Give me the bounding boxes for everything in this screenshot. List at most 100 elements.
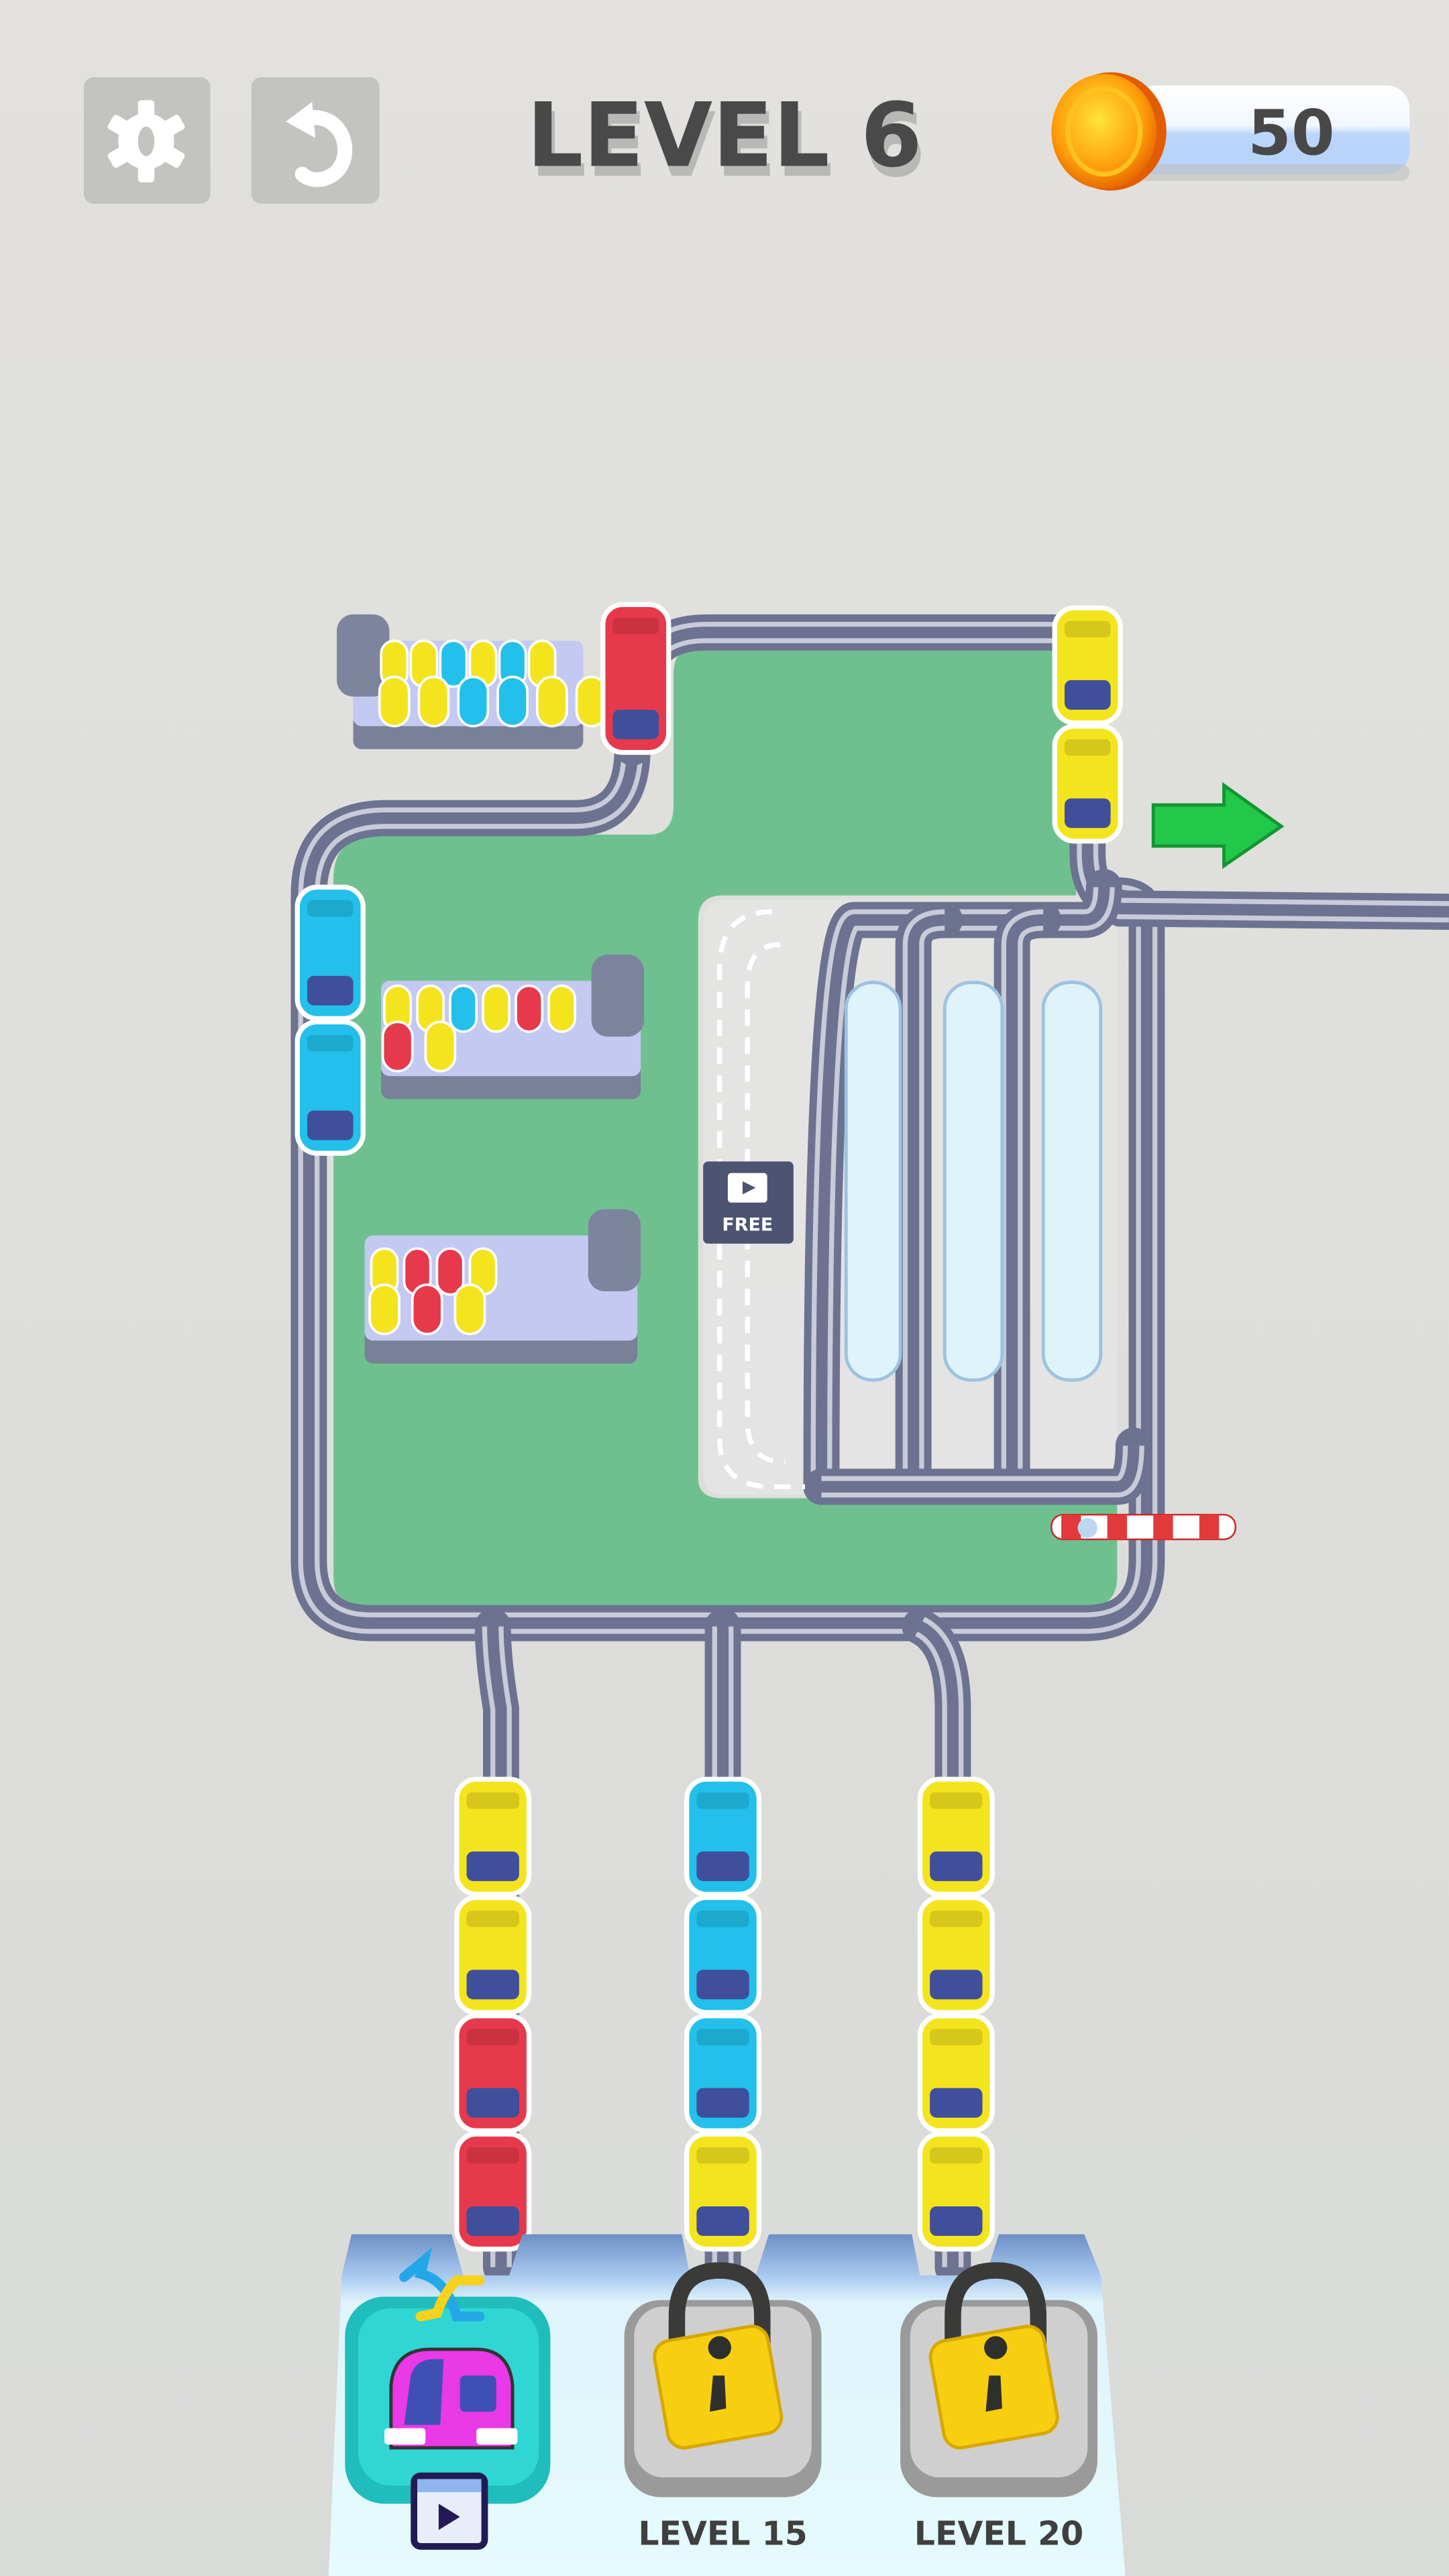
car-window: [696, 1970, 749, 2000]
car-window: [307, 975, 354, 1006]
track-rail-inner: [1006, 914, 1044, 1487]
train-car-yellow[interactable]: [917, 2013, 995, 2133]
passenger-blue: [439, 639, 468, 688]
car-roof-detail: [1064, 621, 1111, 638]
track-segment: [994, 902, 1062, 1505]
padlock-icon: [928, 2262, 1059, 2450]
car-window: [307, 1110, 354, 1140]
train-car-yellow[interactable]: [1052, 723, 1123, 844]
car-roof-detail: [466, 2147, 519, 2164]
station-shelter: [337, 614, 390, 697]
dashed-track-inner: [745, 942, 786, 1465]
train[interactable]: [600, 602, 672, 755]
station-shelter: [591, 954, 644, 1037]
settings-button[interactable]: [83, 77, 211, 204]
car-window: [696, 1851, 749, 1882]
car-roof-detail: [307, 900, 354, 917]
train-car-yellow[interactable]: [454, 1894, 532, 2015]
car-roof-detail: [1064, 739, 1111, 756]
shuffle-train-button[interactable]: [345, 2247, 551, 2550]
train-car-yellow[interactable]: [454, 1776, 532, 1897]
video-ad-icon: [727, 1173, 767, 1203]
car-roof-detail: [930, 1792, 983, 1809]
unlock-level-label: LEVEL 20: [914, 2514, 1083, 2553]
car-roof-detail: [466, 1911, 519, 1927]
keyhole: [984, 2336, 1008, 2412]
train-car-yellow[interactable]: [1052, 605, 1123, 726]
train-car-blue[interactable]: [684, 1776, 762, 1897]
track-segment: [474, 1608, 519, 2286]
padlock-shackle: [945, 2262, 1046, 2374]
car-roof-detail: [466, 1792, 519, 1809]
track-segment: [902, 1608, 971, 2286]
undo-icon: [286, 101, 353, 187]
passenger-yellow: [453, 1283, 486, 1336]
undo-button[interactable]: [251, 77, 380, 204]
train-car-yellow[interactable]: [917, 1894, 995, 2015]
passenger-yellow: [368, 1283, 400, 1336]
station: [381, 954, 644, 1099]
train-car-blue[interactable]: [684, 2013, 762, 2133]
car-roof-detail: [696, 2147, 749, 2164]
train-car-blue[interactable]: [294, 884, 366, 1022]
shuffle-train-icon: [384, 2347, 518, 2450]
keyhole: [708, 2336, 731, 2412]
train-queue-lane: [454, 1776, 532, 2252]
car-window: [696, 2206, 749, 2237]
car-roof-detail: [612, 617, 659, 635]
booster-panel: LEVEL 15 LEVEL 20: [328, 2234, 1126, 2576]
train-queue-lane: [917, 1776, 995, 2252]
train-car-yellow[interactable]: [917, 2131, 995, 2252]
arrow-right-icon: [1151, 782, 1285, 869]
train[interactable]: [294, 884, 366, 1156]
passenger-yellow: [424, 1020, 457, 1073]
car-window: [930, 2206, 983, 2237]
train[interactable]: [1052, 605, 1123, 844]
train-car-red[interactable]: [454, 2013, 532, 2133]
level-title: LEVEL 6: [527, 84, 922, 187]
passenger-red: [515, 984, 543, 1033]
free-track-button[interactable]: FREE: [703, 1161, 794, 1244]
track-segment: [290, 729, 1165, 1642]
free-label: FREE: [722, 1214, 773, 1235]
car-roof-detail: [930, 1911, 983, 1927]
locked-slot-2-button[interactable]: LEVEL 20: [900, 2262, 1097, 2553]
train-car-yellow[interactable]: [917, 1776, 995, 1897]
car-window: [466, 2088, 519, 2118]
car-window: [1064, 798, 1111, 828]
station-shelter: [588, 1209, 641, 1291]
passenger-blue: [449, 984, 478, 1033]
passenger-yellow: [482, 984, 511, 1033]
coin-icon: [1051, 72, 1167, 191]
track-rail-inner: [303, 747, 1152, 1629]
track-rail-inner: [815, 887, 1110, 1487]
train-car-blue[interactable]: [294, 1019, 366, 1156]
passenger-red: [411, 1283, 443, 1336]
car-roof-detail: [466, 2029, 519, 2045]
locked-slot-1-button[interactable]: LEVEL 15: [624, 2262, 822, 2553]
track-segment: [895, 902, 963, 1505]
coin-counter: 50: [1051, 72, 1410, 191]
video-ad-icon: [411, 2472, 488, 2550]
car-roof-detail: [930, 2147, 983, 2164]
train-car-red[interactable]: [600, 602, 672, 755]
car-window: [930, 1851, 983, 1882]
train-car-yellow[interactable]: [684, 2131, 762, 2252]
train-car-blue[interactable]: [684, 1894, 762, 2015]
track-rail-inner: [487, 1626, 507, 2267]
track-rail-inner: [821, 1446, 1140, 1493]
gear-icon: [107, 100, 185, 182]
car-window: [696, 2088, 749, 2118]
passenger-yellow: [535, 676, 568, 728]
station: [364, 1209, 641, 1364]
car-window: [1064, 680, 1111, 710]
board-trains: [294, 602, 1123, 1156]
shuffle-icon: [399, 2247, 485, 2322]
passenger-yellow: [417, 676, 450, 728]
game-board: FREE: [290, 602, 1449, 2286]
train-car-red[interactable]: [454, 2131, 532, 2252]
train-queue-lane: [684, 1776, 762, 2252]
stations: [337, 614, 644, 1364]
padlock-icon: [653, 2262, 784, 2450]
